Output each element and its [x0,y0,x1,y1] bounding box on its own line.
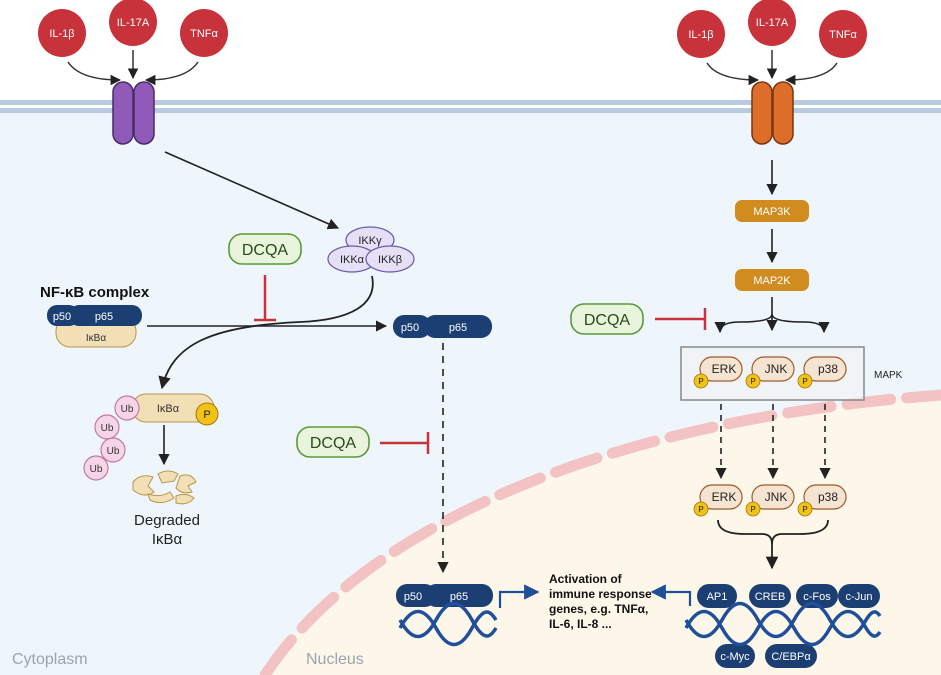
p50-label: p50 [53,311,71,323]
inhibition-bar [254,275,276,322]
cytokine-il17a-left [109,0,157,46]
cytokine-il1b-left [38,9,86,57]
mapk-kinases-cytoplasm: ERK JNK p38 P P P [693,356,847,389]
dcqa-label: DCQA [310,435,357,452]
nuclear-nfkb-dimer: p50 p65 [396,584,493,607]
cmyc-label: c-Myc [720,651,750,663]
jnk-label: JNK [765,362,788,376]
dcqa-inhibitor-mapk: DCQA [570,303,644,335]
p38-label: p38 [818,362,838,376]
cytokine-label: IL-17A [756,17,789,29]
transcription-factors: AP1 CREB c-Fos c-Jun c-Myc C/EBPα [697,584,880,668]
ub-label: Ub [121,404,134,415]
cytokine-label: IL-17A [117,17,150,29]
ikk-beta-label: IKKβ [378,254,402,266]
phospho-label: P [750,505,755,514]
transcription-arrow-right [650,584,692,606]
ub-label: Ub [107,446,120,457]
ubiquitinated-ikba: IκBα P Ub Ub Ub Ub [83,393,219,481]
cfos-label: c-Fos [803,591,831,603]
ikba-label: IκBα [157,403,180,415]
cytokine-tnfa-left [180,9,228,57]
ikba-label: IκBα [86,333,106,344]
cytokine-label: IL-1β [688,29,713,41]
cytokine-label: TNFα [190,28,218,40]
cjun-label: c-Jun [846,591,873,603]
dcqa-inhibitor-translocation: DCQA [296,426,370,458]
ap1-label: AP1 [707,591,728,603]
binding-arrow [144,61,199,86]
phosphorylation-arrow [158,275,374,390]
cebpa-label: C/EBPα [771,651,811,663]
binding-arrow [784,62,838,86]
degraded-label-line1: Degraded [134,512,200,529]
cytokines-right: IL-1β IL-17A TNFα [677,0,867,58]
erk-label: ERK [712,490,737,504]
creb-label: CREB [755,591,786,603]
map2k-box: MAP2K [735,269,809,291]
cytoplasm-label: Cytoplasm [12,651,88,668]
inhibition-bar [380,432,430,454]
activation-text-line: genes, e.g. TNFα, [549,602,648,616]
nfkb-complex-title: NF-κB complex [40,284,150,301]
ikk-gamma-label: IKKγ [358,235,382,247]
cascade-branch-arrow [771,313,830,334]
activation-text-line: IL-6, IL-8 ... [549,617,612,631]
map3k-box: MAP3K [735,200,809,222]
phospho-label: P [203,409,210,421]
ikk-alpha-label: IKKα [340,254,365,266]
phospho-label: P [802,505,807,514]
degraded-ikba-fragments [132,470,197,505]
activation-text-line: Activation of [549,572,623,586]
jnk-label: JNK [765,490,788,504]
cytokine-label: TNFα [829,29,857,41]
phospho-label: P [698,377,703,386]
p65-label: p65 [450,591,468,603]
phospho-label: P [750,377,755,386]
p65-label: p65 [449,322,467,334]
cytokine-label: IL-1β [49,28,74,40]
p65-label: p65 [95,311,113,323]
dna-helix-left [398,601,498,647]
dna-helix-right [684,601,882,647]
dcqa-inhibitor-ikk: DCQA [228,233,302,265]
free-nfkb-dimer: p50 p65 [393,315,492,338]
ub-label: Ub [90,464,103,475]
cell-membrane [0,100,941,113]
activation-text: Activation of immune response genes, e.g… [549,572,652,631]
ub-label: Ub [101,423,114,434]
nuclear-envelope [259,389,941,675]
inhibition-bar [655,308,707,330]
p50-label: p50 [404,591,422,603]
cytokines-left: IL-1β IL-17A TNFα [38,0,228,57]
p50-label: p50 [401,322,419,334]
dcqa-label: DCQA [584,312,631,329]
map3k-label: MAP3K [753,206,791,218]
ikk-complex: IKKγ IKKα IKKβ [327,226,415,273]
binding-arrow [67,61,122,86]
phospho-label: P [802,377,807,386]
erk-label: ERK [712,362,737,376]
activation-text-line: immune response [549,587,652,601]
activation-arrow [164,151,340,230]
phospho-label: P [698,505,703,514]
degraded-label-line2: IκBα [152,531,183,548]
mapk-kinases-nucleus: ERK JNK p38 P P P [693,484,847,517]
binding-arrow [706,62,760,86]
receptor-left [112,81,155,145]
cascade-branch-arrow [714,313,773,334]
transcription-arrow-left [498,584,540,608]
dcqa-label: DCQA [242,242,289,259]
nfkb-complex: p50 p65 IκBα [47,305,142,348]
nucleus-label: Nucleus [306,651,364,668]
p38-label: p38 [818,490,838,504]
map2k-label: MAP2K [753,275,791,287]
mapk-box-label: MAPK [874,370,903,381]
receptor-right [751,81,794,145]
